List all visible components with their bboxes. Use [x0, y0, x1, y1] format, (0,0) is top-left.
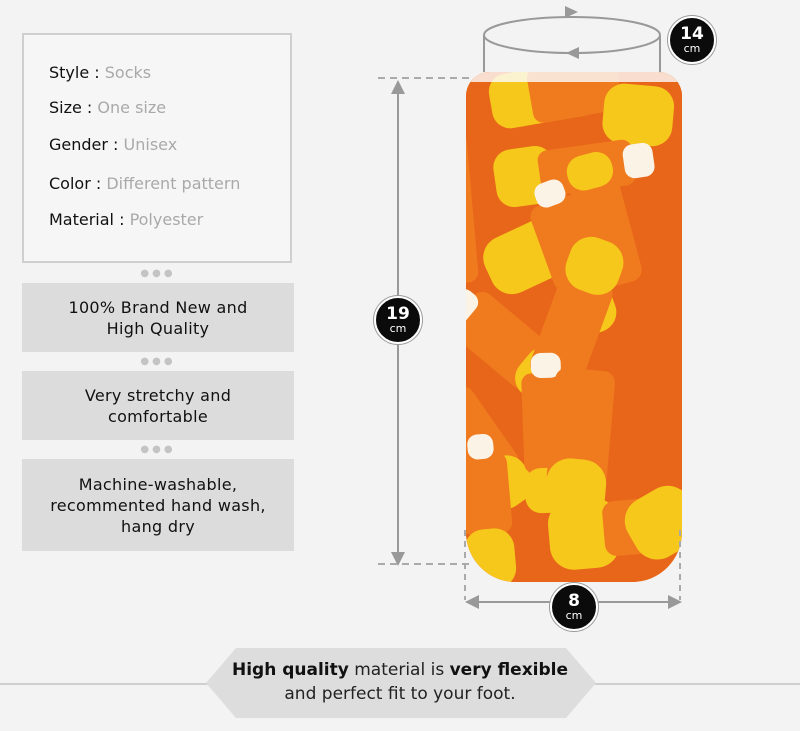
banner-text: High quality material is very flexible a…	[231, 660, 569, 704]
sock-image	[466, 72, 682, 582]
feature-box-quality: 100% Brand New and High Quality	[22, 283, 294, 352]
spec-gender: Gender : Unisex	[49, 135, 178, 154]
separator-dots: ●●●	[140, 444, 176, 455]
spec-size: Size : One size	[49, 98, 167, 117]
height-badge: 19 cm	[374, 296, 422, 344]
width-badge: 14 cm	[668, 16, 716, 64]
feature-box-washing: Machine-washable, recommented hand wash,…	[22, 459, 294, 551]
specs-panel: Style : Socks Size : One size Gender : U…	[22, 33, 292, 263]
foot-width-badge: 8 cm	[550, 583, 598, 631]
feature-box-stretchy: Very stretchy and comfortable	[22, 371, 294, 440]
spec-color: Color : Different pattern	[49, 174, 241, 193]
spec-style: Style : Socks	[49, 63, 152, 82]
candy-corn-pattern	[466, 72, 682, 582]
separator-dots: ●●●	[140, 356, 176, 367]
spec-material: Material : Polyester	[49, 210, 204, 229]
separator-dots: ●●●	[140, 268, 176, 279]
